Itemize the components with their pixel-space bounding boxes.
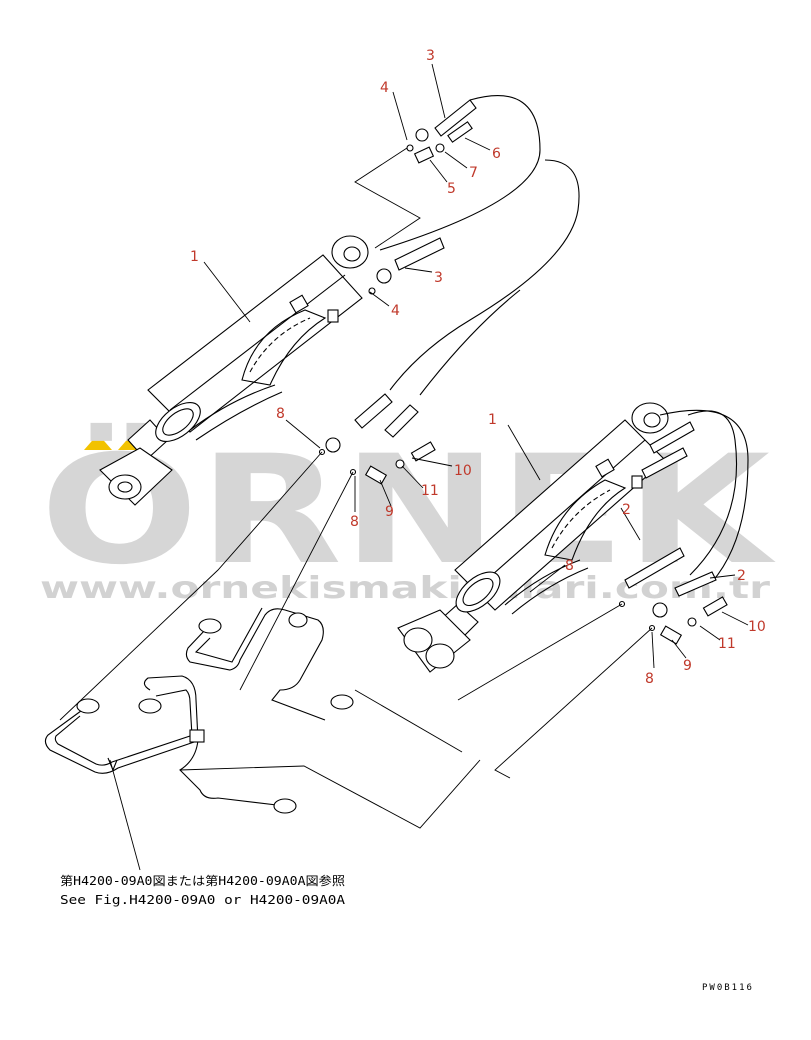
callout-7: 7 (469, 165, 478, 181)
callout-3: 3 (434, 270, 443, 286)
callout-2: 2 (737, 568, 746, 584)
reference-note-en: See Fig.H4200-09A0 or H4200-09A0A (60, 893, 346, 907)
hose-fittings (354, 99, 717, 597)
callout-5: 5 (447, 181, 456, 197)
callout-9: 9 (683, 658, 692, 674)
reference-note: 第H4200-09A0図または第H4200-09A0A図参照 See Fig.H… (60, 873, 346, 907)
callout-11: 11 (718, 636, 736, 652)
watermark-url: www.ornekismakinalari.com.tr (40, 571, 770, 606)
callout-10: 10 (454, 463, 472, 479)
callout-3: 3 (426, 48, 435, 64)
callout-4: 4 (380, 80, 389, 96)
callout-6: 6 (492, 146, 501, 162)
callout-1: 1 (190, 249, 199, 265)
callout-4: 4 (391, 303, 400, 319)
callout-1: 1 (488, 412, 497, 428)
callout-11: 11 (421, 483, 439, 499)
tube-assembly (44, 607, 354, 814)
cylinder-left (99, 235, 369, 506)
callout-9: 9 (385, 504, 394, 520)
callout-numbers: 3 4 6 7 5 1 3 4 8 10 11 9 8 1 2 8 2 10 1… (190, 48, 766, 687)
connection-lines (59, 147, 653, 871)
callout-8: 8 (350, 514, 359, 530)
cylinder-right (397, 402, 669, 673)
callout-8: 8 (276, 406, 285, 422)
callout-leaders (203, 63, 749, 669)
callout-8: 8 (645, 671, 654, 687)
reference-note-jp: 第H4200-09A0図または第H4200-09A0A図参照 (60, 873, 345, 888)
hoses (379, 95, 749, 583)
callout-8: 8 (565, 558, 574, 574)
drawing-code: PW0B116 (702, 983, 754, 993)
watermark-accent-shape (84, 434, 112, 450)
callout-10: 10 (748, 619, 766, 635)
callout-2: 2 (622, 502, 631, 518)
